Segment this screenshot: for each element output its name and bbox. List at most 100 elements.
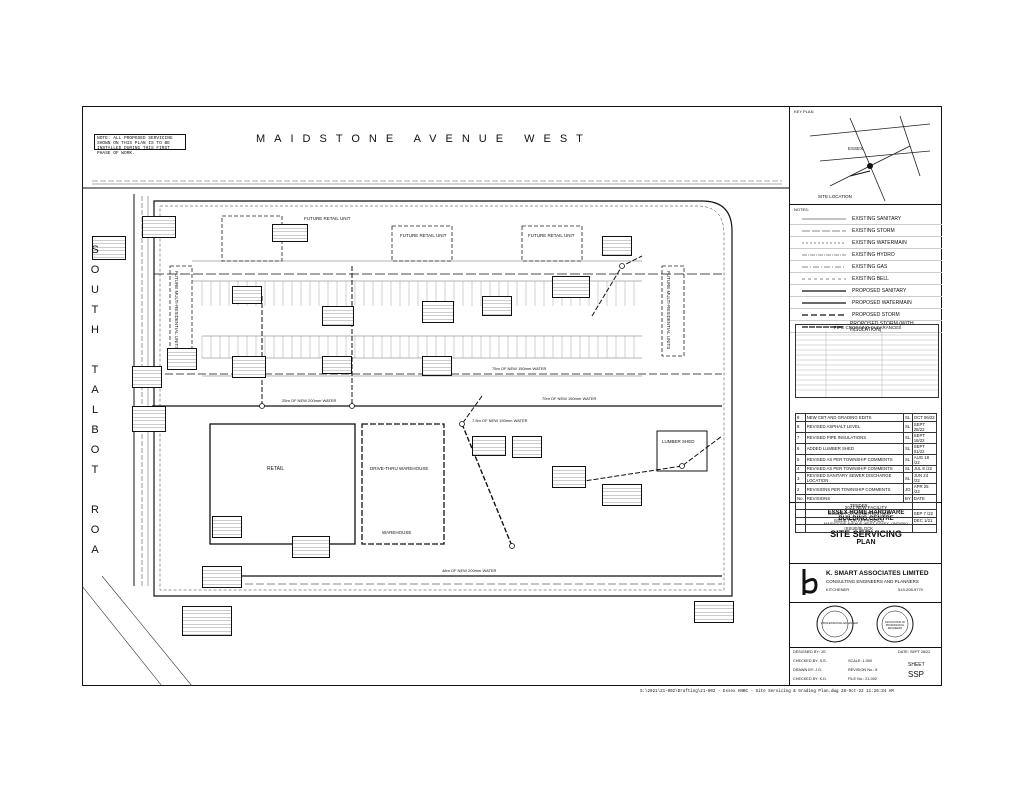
legend-line-icon [802, 266, 846, 267]
firm-logo-icon [802, 569, 818, 595]
drawing-subtitle: PLAN [856, 539, 876, 546]
general-note: NOTE: ALL PROPOSED SERVICING SHOWN ON TH… [94, 134, 186, 156]
revision-by: BY [903, 494, 913, 503]
revision-by: SL [903, 472, 913, 484]
revision-date: SEPT 28/22 [911, 420, 938, 433]
future-retail-label-1: FUTURE RETAIL UNIT [304, 216, 351, 221]
drawing-title: SITE SERVICING [830, 529, 902, 539]
revision-desc: ADDED LUMBER SHED [804, 442, 905, 455]
water-label-2: 7.5m OF NEW 150mm WATER [472, 418, 528, 423]
firm-block: K. SMART ASSOCIATES LIMITED CONSULTING E… [790, 562, 942, 603]
legend-line-icon [802, 254, 846, 255]
sheet-label: SHEET [908, 662, 925, 668]
street-west-letter: O [90, 264, 100, 276]
issue-desc: ISSUED FOR CONSTRUCTION [804, 509, 913, 518]
revision-no: 2 [795, 483, 806, 495]
issue-date [911, 501, 938, 510]
legend-line-icon [802, 325, 845, 328]
street-west-letter: T [91, 464, 99, 476]
legend-label: PROPOSED WATERMAIN [852, 299, 912, 306]
key-plan: KEY PLAN ESSEX SITE LOCATION [790, 106, 942, 205]
service-callout [212, 516, 242, 538]
legend-row: EXISTING WATERMAIN [790, 237, 942, 249]
service-callout [272, 224, 308, 242]
revision-no: 6 [795, 442, 806, 455]
legend-label: EXISTING WATERMAIN [852, 239, 907, 246]
legend-row: PROPOSED SANITARY [790, 285, 942, 297]
legend-label: PROPOSED STORM [852, 311, 900, 318]
issue-desc: ISSUE FOR APPROVALS [804, 516, 913, 525]
service-callout [232, 286, 262, 304]
legend-label: EXISTING SANITARY [852, 215, 902, 222]
pipe-crossing-title: PIPE CROSSING CLEARANCES [834, 325, 902, 330]
service-callout [512, 436, 542, 458]
street-west-letter: A [91, 384, 99, 396]
street-west-letter: O [90, 524, 100, 536]
title-block-column: KEY PLAN ESSEX SITE LOCATION NOTES: EXIS… [790, 106, 942, 686]
legend-line-icon [802, 218, 846, 219]
revision-date: JUN 24 /22 [911, 472, 938, 484]
sheet-value: SSP [908, 670, 925, 679]
legend-row: PROPOSED WATERMAIN [790, 297, 942, 309]
seal-text-1: PROFESSIONAL ENGINEER [821, 621, 859, 625]
legend-line-icon [802, 230, 846, 231]
revision-by: SL [903, 453, 913, 466]
issue-row: ISSUE/BLOCK [795, 524, 938, 533]
service-callout [322, 356, 352, 374]
legend-row: EXISTING HYDRO [790, 249, 942, 261]
revision-date: SEPT 01/22 [911, 442, 938, 455]
file-number: FILE No.: 21-002 [848, 677, 877, 681]
issue-date [911, 524, 938, 533]
issue-date: SEP 7 /22 [911, 509, 938, 518]
revision-number: REVISION No.: 8 [848, 668, 878, 672]
legend-row: EXISTING SANITARY [790, 213, 942, 225]
legend-row: EXISTING STORM [790, 225, 942, 237]
service-callout [167, 348, 197, 370]
revision-desc: REVISED AS PER TOWNSHIP COMMENTS [804, 453, 905, 466]
revision-date: DATE [911, 494, 938, 503]
firm-name: K. SMART ASSOCIATES LIMITED [826, 570, 929, 577]
street-west-letter: R [91, 504, 99, 516]
legend-row: EXISTING GAS [790, 261, 942, 273]
revision-date: SEPT 16/22 [911, 431, 938, 444]
service-callout [422, 356, 452, 376]
service-callout [322, 306, 354, 326]
revision-by: SL [903, 442, 913, 455]
service-callout [552, 466, 586, 488]
street-west-letter: O [90, 444, 100, 456]
water-label-1: 25m OF NEW 200mm WATER [282, 398, 337, 403]
street-west-letter: U [91, 284, 99, 296]
service-callout [202, 566, 242, 588]
issue-row: TENDER [795, 501, 938, 510]
service-callout [182, 606, 232, 636]
service-callout [552, 276, 590, 298]
scale: SCALE: 1:300 [848, 659, 873, 663]
seals: PROFESSIONAL ENGINEER ASSOCIATION OF PRO… [790, 602, 942, 646]
revision-no: 4 [795, 464, 806, 473]
legend-label: EXISTING BELL [852, 275, 889, 282]
site-plan-area: NOTE: ALL PROPOSED SERVICING SHOWN ON TH… [82, 106, 790, 686]
revision-by: JG [903, 483, 913, 495]
revision-date: JUL 8 /22 [911, 464, 938, 473]
revision-no: 7 [795, 431, 806, 444]
drawn-by: DRAWN BY: J.G. [793, 668, 823, 672]
revision-desc: REVISED AS PER TOWNSHIP COMMENTS [804, 464, 905, 473]
service-callout [232, 356, 266, 378]
service-callout [472, 436, 506, 456]
revision-desc: REVISED SANITARY SEWER DISCHARGE LOCATIO… [804, 472, 905, 484]
pipe-crossing-table: PIPE CROSSING CLEARANCES [795, 324, 939, 398]
water-label-3: 75m OF NEW 150mm WATER [492, 366, 547, 371]
key-plan-town: ESSEX [848, 146, 864, 151]
checked-by: CHECKED BY: S.S. [793, 659, 827, 663]
site-location-label: SITE LOCATION [818, 194, 852, 199]
future-retail-label-2: FUTURE RETAIL UNIT [400, 233, 447, 238]
key-plan-title: KEY PLAN [794, 109, 814, 114]
firm-tagline: CONSULTING ENGINEERS AND PLANNERS [826, 579, 919, 584]
legend-line-icon [802, 242, 846, 243]
